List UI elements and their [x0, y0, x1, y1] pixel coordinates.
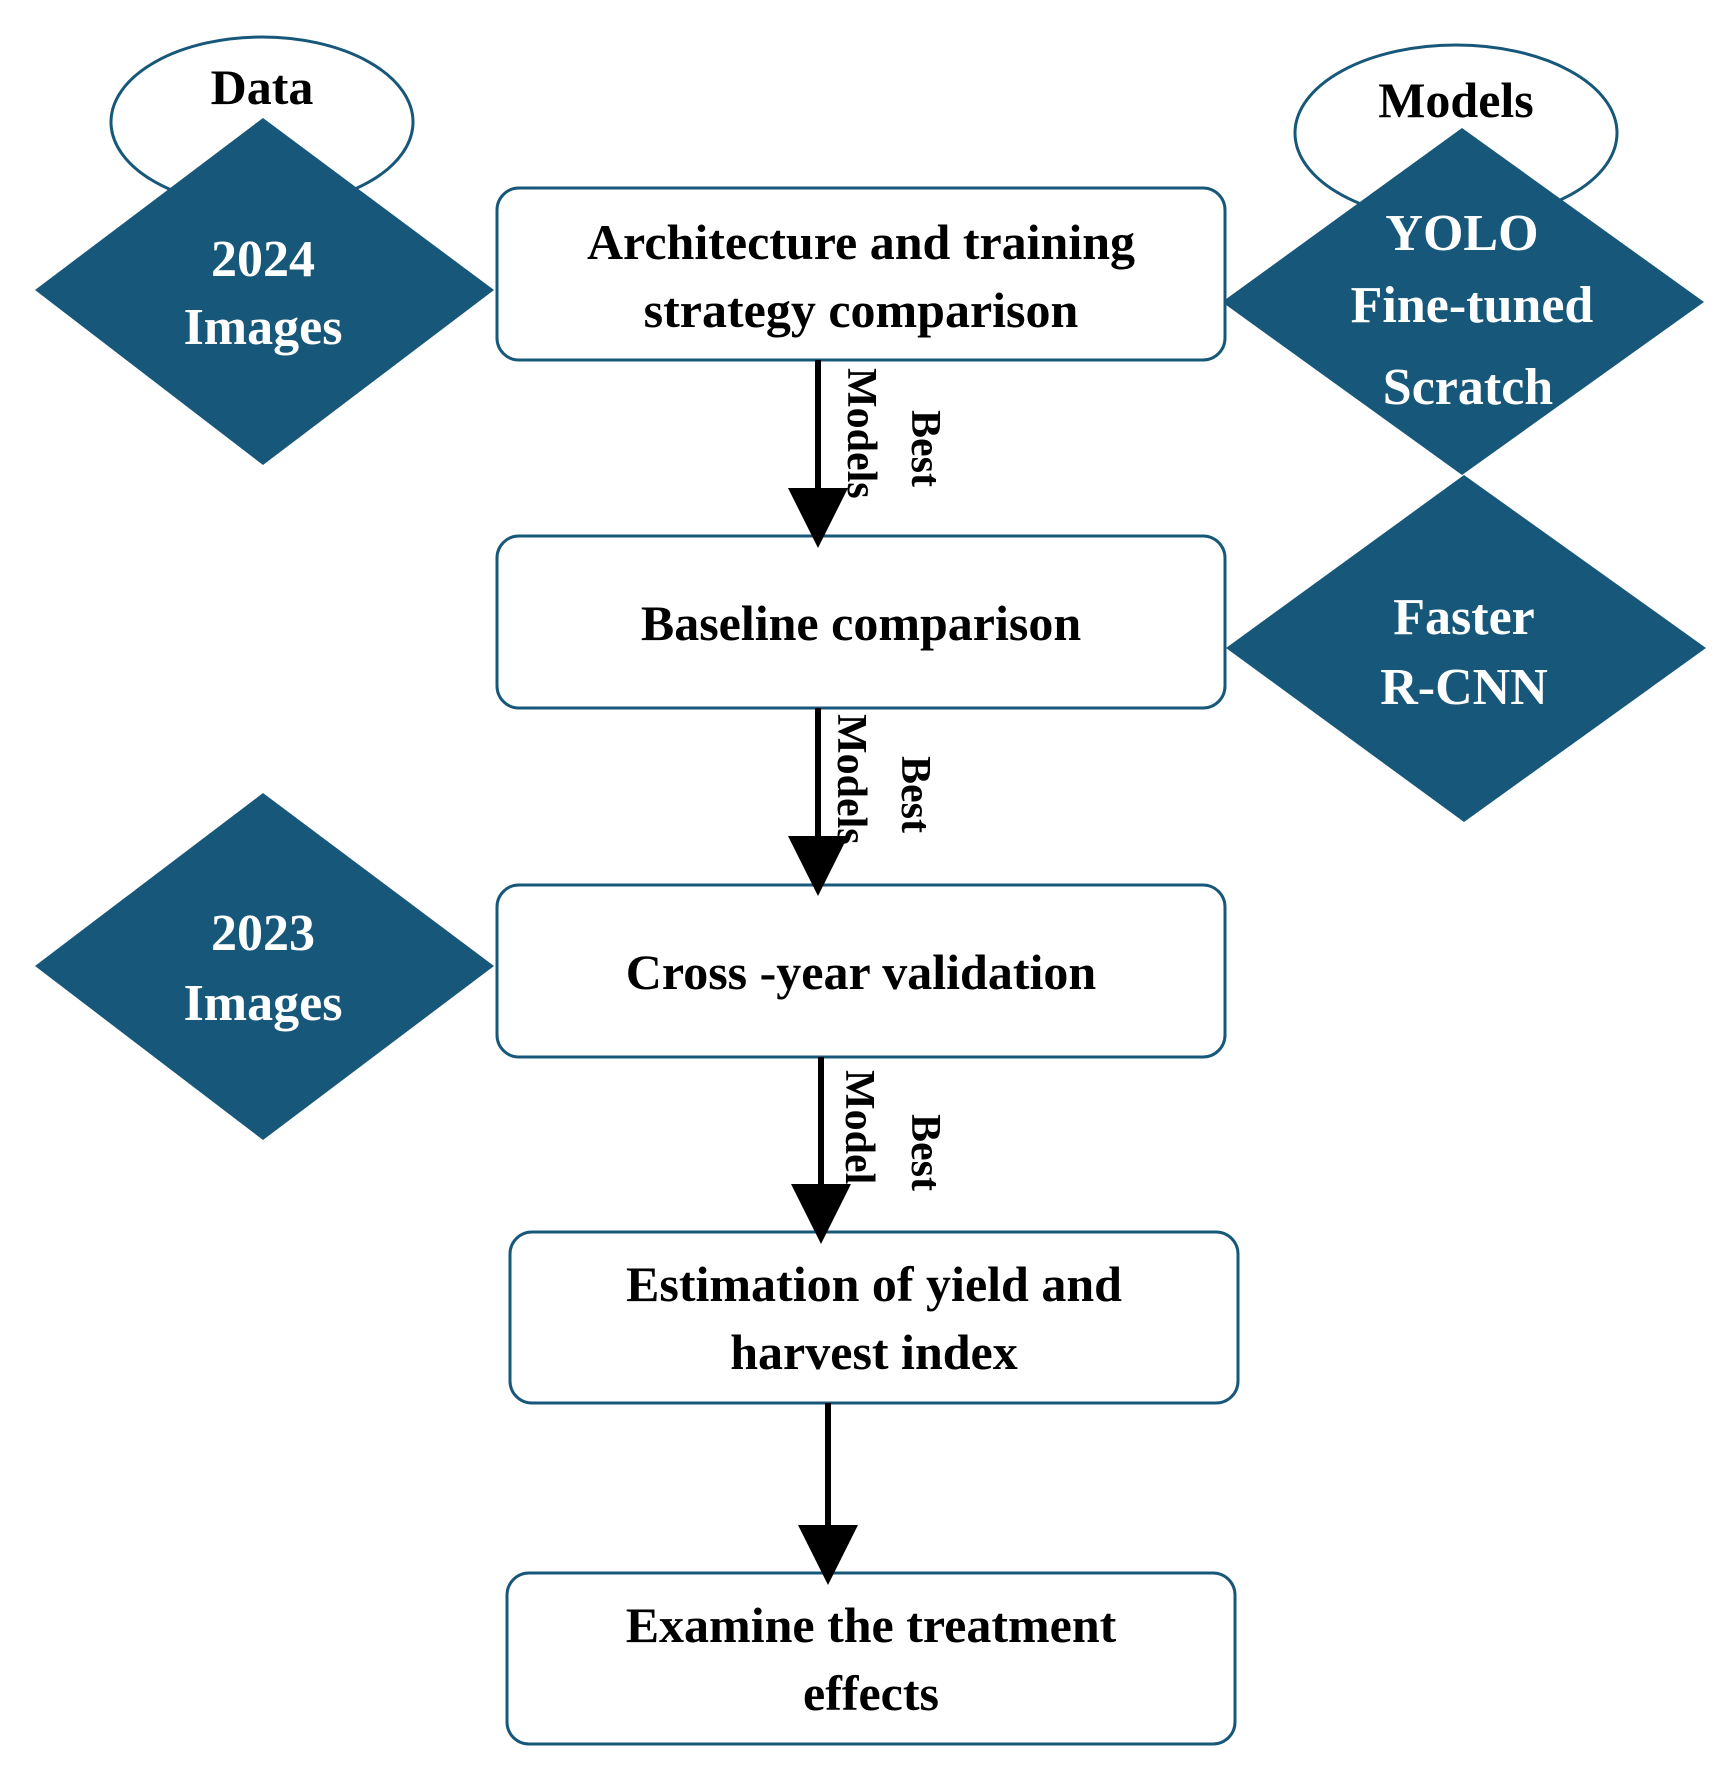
architecture-line1: Architecture and training — [587, 214, 1135, 270]
baseline-box — [495, 534, 1227, 710]
images-2023-diamond — [35, 793, 494, 1140]
images-2023-line1: 2023 — [211, 905, 315, 962]
images-2024-line2: Images — [184, 299, 343, 356]
examine-line2: effects — [803, 1665, 939, 1721]
faster-rcnn-line2: R-CNN — [1380, 659, 1548, 716]
arrow-label-3-line2: Model — [836, 1070, 882, 1184]
models-list-line2: Fine-tuned — [1351, 277, 1594, 334]
examine-line1: Examine the treatment — [626, 1597, 1117, 1653]
models-list-line3: Scratch — [1383, 359, 1553, 416]
estimation-line1: Estimation of yield and — [626, 1256, 1122, 1312]
estimation-line2: harvest index — [730, 1324, 1018, 1380]
architecture-box — [495, 186, 1227, 362]
models-list-diamond — [1222, 128, 1704, 475]
cross-year-box — [495, 883, 1227, 1059]
cross-year-line1: Cross -year validation — [626, 944, 1097, 1000]
data-oval-label: Data — [211, 59, 314, 115]
models-list-line1: YOLO — [1385, 205, 1538, 262]
images-2023-line2: Images — [184, 975, 343, 1032]
arrow-label-2-line2: Models — [828, 714, 874, 845]
baseline-line1: Baseline comparison — [641, 595, 1081, 651]
architecture-line2: strategy comparison — [644, 282, 1079, 338]
images-2024-line1: 2024 — [211, 231, 315, 288]
images-2024-diamond — [35, 118, 494, 465]
arrow-label-1-line2: Models — [838, 368, 884, 499]
arrow-label-2-line1: Best — [892, 756, 938, 833]
models-oval-label: Models — [1378, 72, 1534, 128]
arrow-label-3-line1: Best — [902, 1114, 948, 1191]
faster-rcnn-line1: Faster — [1393, 589, 1534, 646]
examine-box — [505, 1571, 1237, 1746]
arrow-label-1-line1: Best — [902, 410, 948, 487]
estimation-box — [508, 1230, 1240, 1405]
faster-rcnn-diamond — [1226, 475, 1706, 822]
